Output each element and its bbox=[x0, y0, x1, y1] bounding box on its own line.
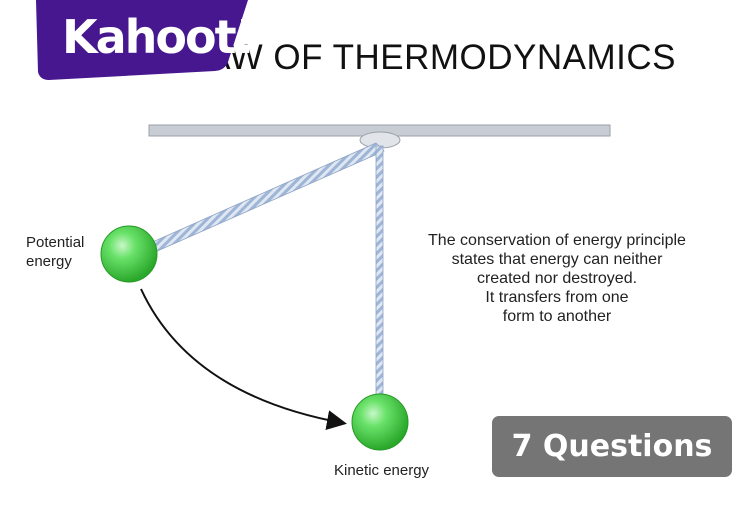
conservation-description: The conservation of energy principle sta… bbox=[428, 232, 686, 325]
kahoot-logo-badge bbox=[36, 0, 248, 80]
kinetic-energy-ball bbox=[351, 393, 409, 451]
swing-arrow bbox=[140, 288, 347, 430]
potential-energy-label: Potential energy bbox=[26, 234, 85, 270]
kahoot-logo-text: Kahoot! bbox=[62, 10, 256, 64]
kinetic-energy-label: Kinetic energy bbox=[334, 462, 430, 479]
rope-angled bbox=[147, 142, 385, 253]
potential-energy-ball bbox=[100, 225, 158, 283]
questions-count-badge: 7 Questions bbox=[492, 416, 732, 477]
kahoot-logo-shape bbox=[36, 0, 248, 80]
rope-vertical bbox=[375, 145, 384, 399]
